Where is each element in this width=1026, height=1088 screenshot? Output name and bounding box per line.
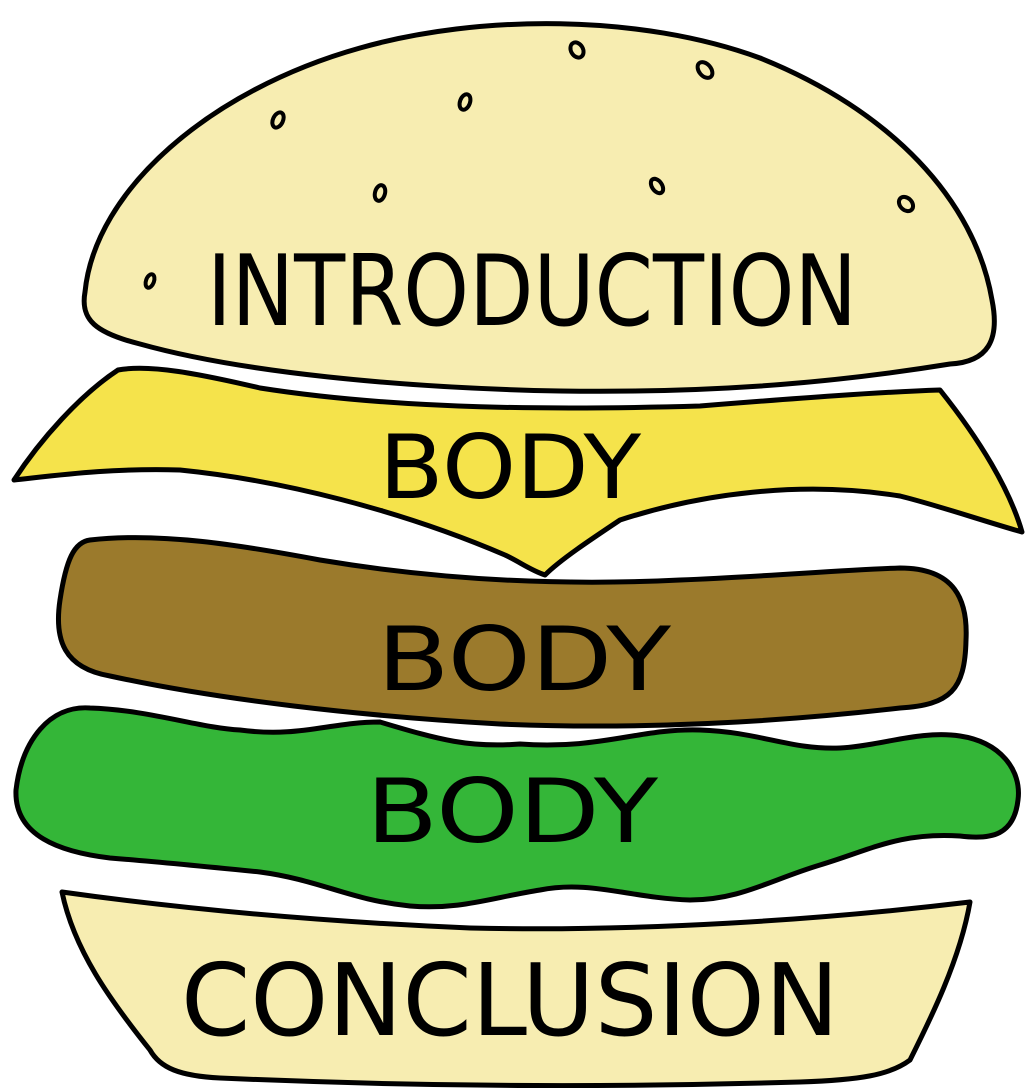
top-bun: INTRODUCTION (84, 24, 994, 392)
introduction-label: INTRODUCTION (207, 235, 857, 349)
conclusion-label: CONCLUSION (181, 942, 839, 1059)
bottom-bun: CONCLUSION (62, 892, 970, 1085)
lettuce-body-label: BODY (366, 760, 658, 863)
cheese-body-label: BODY (379, 416, 641, 519)
patty-body-label: BODY (377, 608, 671, 711)
patty-layer: BODY (58, 538, 966, 726)
lettuce-layer: BODY (16, 708, 1019, 907)
